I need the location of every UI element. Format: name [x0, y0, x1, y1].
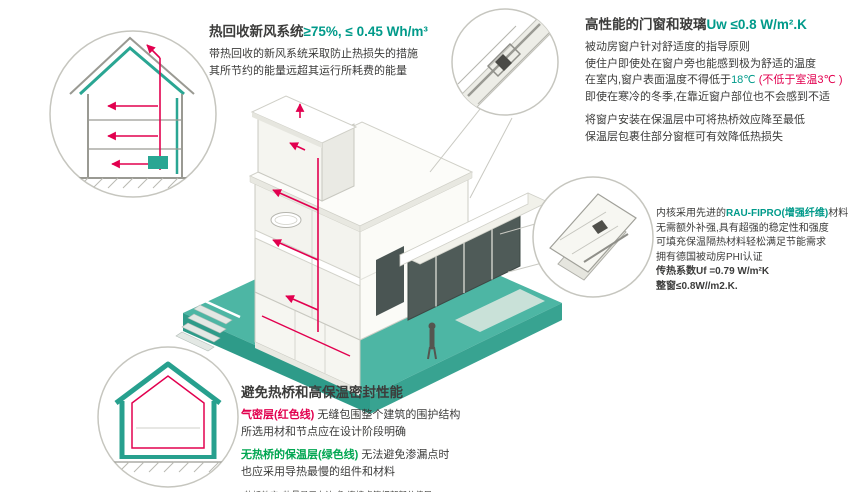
thermal-section: 避免热桥和高保温密封性能 气密层(红色线) 无缝包围整个建筑的围护结构 所选用材…	[241, 381, 559, 492]
windows-temp-pre: 在室内,窗户表面温度不得低于	[585, 74, 732, 86]
ventilation-section: 热回收新风系统≥75%, ≤ 0.45 Wh/m³ 带热回收的新风系统采取防止热…	[209, 20, 554, 79]
window-profile-callout-illustration	[532, 176, 654, 298]
profile-material-name: RAU-FIPRO(增强纤维)	[726, 208, 829, 219]
gasket-chamber	[592, 220, 608, 234]
person-figure	[427, 322, 437, 360]
windows-temp-value: 18℃	[731, 74, 756, 86]
spacer	[585, 105, 863, 112]
window-corner-callout-illustration	[451, 8, 559, 116]
windows-title: 高性能的门窗和玻璃Uw ≤0.8 W/m².K	[585, 13, 863, 33]
windows-title-label: 高性能的门窗和玻璃	[585, 17, 707, 32]
windows-desc-line: 保温层包裹住部分窗框可有效降低热损失	[585, 130, 783, 143]
ventilation-title-value: ≥75%, ≤ 0.45 Wh/m³	[303, 24, 428, 39]
basement-duct	[261, 315, 351, 357]
basement-cutaway	[254, 291, 361, 396]
airtight-layer-label: 气密层(红色线)	[241, 409, 315, 421]
profile-material-post: 材料	[828, 208, 849, 219]
airtight-layer-rest: 无缝包围整个建筑的围护结构	[314, 409, 461, 421]
roof-insulation-line	[78, 45, 185, 96]
glazing-edge	[495, 54, 512, 71]
ventilation-desc-line: 带热回收的新风系统采取防止热损失的措施	[209, 48, 418, 60]
door-glazing	[376, 246, 404, 316]
thermal-desc-line: 也应采用导热最慢的组件和材料	[241, 465, 395, 478]
windows-desc-line: 将窗户安装在保温层中可将热桥效应降至最低	[585, 114, 805, 126]
thermal-desc-line: 所选用材和节点应在设计阶段明确	[241, 425, 406, 438]
glass-pavilion	[399, 192, 549, 321]
ventilation-desc-line: 其所节约的能量远超其运行所耗费的能量	[209, 64, 407, 77]
profile-section: 内核采用先进的RAU-FIPRO(增强纤维)材料 无需额外补强,具有超强的稳定性…	[656, 207, 865, 294]
profile-u-value: 传热系数Uf =0.79 W/m²K	[656, 266, 770, 277]
windows-title-value: Uw ≤0.8 W/m².K	[706, 17, 807, 32]
terrace-paving	[455, 289, 545, 332]
penthouse-volume	[250, 95, 358, 202]
profile-desc-line: 可填充保温隔热材料轻松满足节能需求	[656, 237, 826, 248]
profile-material-pre: 内核采用先进的	[656, 208, 726, 219]
thermal-envelope-callout-illustration	[97, 346, 239, 488]
profile-material-line: 内核采用先进的RAU-FIPRO(增强纤维)材料	[656, 207, 865, 222]
profile-extrusion	[549, 193, 637, 273]
profile-desc-line: 无需额外补强,具有超强的稳定性和强度	[656, 222, 829, 234]
window-frame-section	[486, 42, 522, 78]
ventilation-title: 热回收新风系统≥75%, ≤ 0.45 Wh/m³	[209, 20, 554, 40]
insulation-layer-rest: 无法避免渗漏点时	[358, 449, 450, 461]
profile-desc-line: 拥有德国被动房PHI认证	[656, 251, 763, 263]
ventilation-callout-illustration	[49, 30, 217, 198]
airtight-layer-line: 气密层(红色线) 无缝包围整个建筑的围护结构	[241, 407, 559, 424]
insulation-layer-line: 无热桥的保温层(绿色线) 无法避免渗漏点时	[241, 447, 559, 464]
windows-temp-line: 在室内,窗户表面温度不得低于18℃ (不低于室温3℃ )	[585, 72, 863, 89]
garden-stairs	[175, 295, 241, 352]
windows-desc-line: 即使在寒冷的冬季,在靠近窗户部位也不会感到不适	[585, 90, 831, 103]
insulation-layer-line	[114, 361, 222, 405]
profile-window-u-value: 整窗≤0.8W//m2.K.	[656, 280, 738, 292]
heat-exchanger-unit	[148, 156, 168, 169]
ventilation-title-label: 热回收新风系统	[209, 24, 304, 39]
windows-section: 高性能的门窗和玻璃Uw ≤0.8 W/m².K 被动房窗户针对舒适度的指导原则 …	[585, 13, 863, 145]
insulation-layer-label: 无热桥的保温层(绿色线)	[241, 449, 359, 461]
windows-desc-line: 使住户即使处在窗户旁也能感到极为舒适的温度	[585, 57, 816, 70]
airtight-layer-line	[131, 375, 205, 449]
thermal-bridge-footnote: *热桥效应: 热量易于在边,角,连接点等细部部分传导	[241, 489, 559, 492]
windows-desc-line: 被动房窗户针对舒适度的指导原则	[585, 41, 750, 53]
spacer	[241, 440, 559, 447]
windows-temp-note: (不低于室温3℃ )	[755, 74, 843, 86]
bathtub	[270, 212, 302, 228]
thermal-title: 避免热桥和高保温密封性能	[241, 385, 403, 400]
ventilation-ducts	[272, 142, 319, 332]
